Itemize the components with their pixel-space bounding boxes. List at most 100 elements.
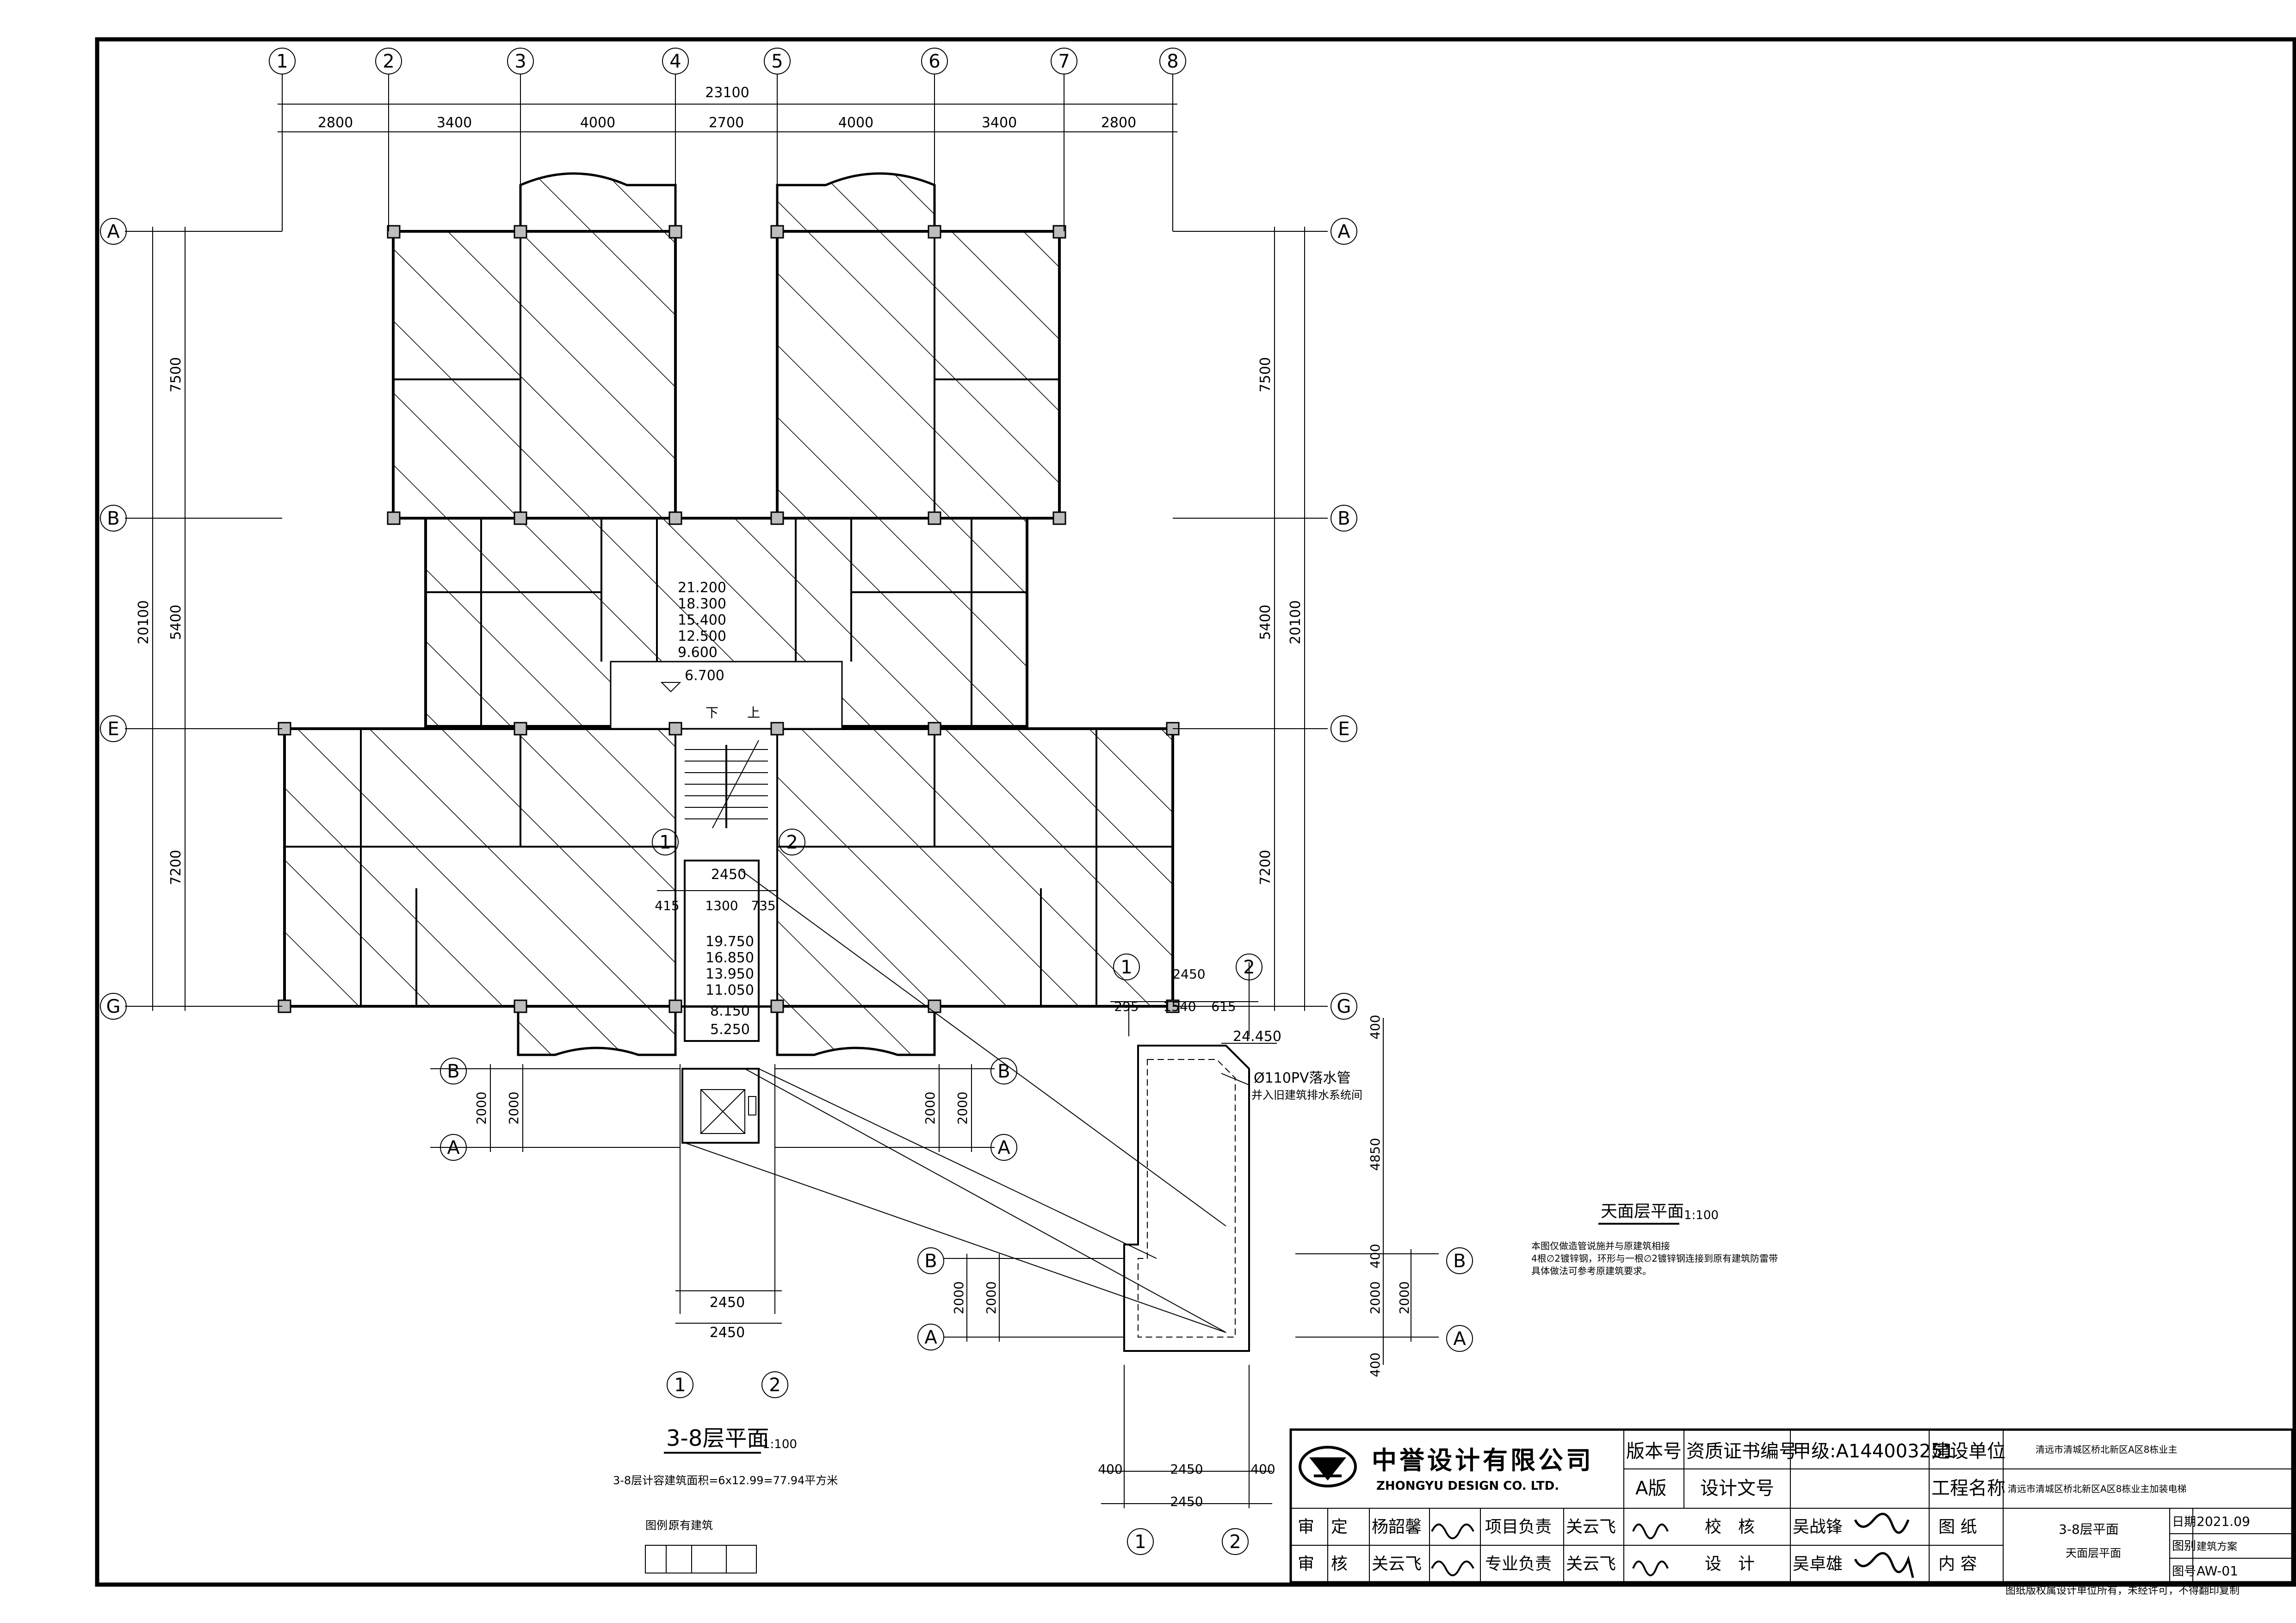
existing-building	[278, 172, 1180, 1056]
elev38-elev-4: 11.050	[706, 982, 754, 998]
roof-pipe-note-2: 并入旧建筑排水系统间	[1251, 1089, 1362, 1102]
axis-label-3: 3	[514, 51, 526, 72]
axis-label-2: 2	[383, 51, 394, 72]
dim-bay-6: 3400	[982, 115, 1017, 131]
dim-row-1-right: 7500	[1257, 357, 1274, 392]
axis-label-e-right: E	[1338, 719, 1349, 740]
drawing-title-1: 3-8层平面	[2059, 1522, 2119, 1537]
stair-up-label: 上	[747, 705, 760, 720]
dim-bay-4: 2700	[709, 115, 744, 131]
roof-axis-b-left: B	[924, 1251, 937, 1272]
roof-side-dim-2000: 2000	[1397, 1281, 1412, 1314]
check-label: 校 核	[1705, 1518, 1755, 1536]
signature-spec	[1632, 1561, 1669, 1576]
company-name-cn: 中誉设计有限公司	[1372, 1446, 1594, 1475]
roof-side-dim-4: 2000	[1368, 1281, 1383, 1314]
roof-left-dim-2000-b: 2000	[984, 1281, 999, 1314]
elev38-dim-2000-d: 2000	[955, 1091, 970, 1124]
signature-approve	[1431, 1524, 1474, 1539]
roof-axis-2-top: 2	[1243, 957, 1255, 978]
elev38-dim-2000-c: 2000	[922, 1091, 938, 1124]
floor-plan-caption: 3-8层平面 1:100 3-8层计容建筑面积=6x12.99=77.94平方米…	[613, 1425, 838, 1573]
roof-bottom-dim-1: 400	[1098, 1462, 1122, 1477]
elev38-axis-1-top: 1	[659, 832, 671, 853]
roof-note-3: 具体做法可参考原建筑要求。	[1531, 1265, 1652, 1276]
stair-elev-4: 12.500	[678, 628, 726, 644]
roof-bottom-dim-3: 400	[1250, 1462, 1275, 1477]
roof-axis-1-top: 1	[1120, 957, 1132, 978]
date-value: 2021.09	[2197, 1514, 2250, 1529]
pm-label: 项目负责	[1485, 1518, 1552, 1536]
dim-row-3-left: 7200	[168, 850, 184, 885]
roof-side-dim-2: 4850	[1368, 1138, 1383, 1171]
date-label: 日期	[2172, 1515, 2196, 1529]
roof-plan-caption: 天面层平面 1:100 本图仅做造管说施并与原建筑相接 4根∅2镀锌钢，环形与一…	[1531, 1202, 1778, 1276]
design-label: 设 计	[1705, 1555, 1755, 1573]
axis-label-e-left: E	[107, 719, 119, 740]
elev38-elev-6: 5.250	[710, 1022, 750, 1038]
check-name: 吴战锋	[1793, 1518, 1843, 1536]
roof-side-dim-5: 400	[1368, 1352, 1383, 1377]
roof-side-dim-1: 400	[1368, 1015, 1383, 1039]
signature-review	[1431, 1561, 1474, 1576]
roof-plan-scale: 1:100	[1684, 1208, 1719, 1222]
roof-axis-a-right: A	[1453, 1328, 1466, 1350]
spec-name: 关云飞	[1566, 1555, 1616, 1573]
roof-top-dim: 2450	[1172, 966, 1205, 982]
elev38-axis-b-left: B	[447, 1061, 459, 1082]
stair-treads	[685, 740, 768, 829]
elev38-axis-2-top: 2	[786, 832, 798, 853]
dim-row-3-right: 7200	[1257, 850, 1274, 885]
axis-label-5: 5	[771, 51, 783, 72]
elev38-bottom-dim-2: 2450	[710, 1325, 745, 1341]
company-logo-icon	[1299, 1446, 1357, 1487]
pm-name: 关云飞	[1566, 1518, 1616, 1536]
axis-label-1: 1	[276, 51, 288, 72]
client-value: 清远市清城区桥北新区A区8栋业主	[2036, 1444, 2177, 1455]
roof-axis-b-right: B	[1453, 1251, 1466, 1272]
dim-bay-5: 4000	[838, 115, 873, 131]
roof-note-2: 4根∅2镀锌钢，环形与一根∅2镀锌钢连接到原有建筑防雷带	[1531, 1253, 1778, 1264]
dim-row-1-left: 7500	[168, 357, 184, 392]
dim-total-right: 20100	[1287, 600, 1304, 644]
discipline-label: 图别	[2172, 1539, 2196, 1553]
sheet-border	[95, 37, 2296, 1587]
design-name: 吴卓雄	[1793, 1555, 1843, 1573]
approve-label: 审 定	[1298, 1518, 1348, 1536]
roof-axis-a-left: A	[924, 1327, 937, 1348]
version-value: A版	[1635, 1478, 1666, 1499]
company-name-en: ZHONGYU DESIGN CO. LTD.	[1376, 1479, 1559, 1493]
roof-top-row-2: 1540	[1163, 999, 1196, 1014]
elev38-elev-3: 13.950	[706, 966, 754, 982]
elev38-dim-2000-b: 2000	[506, 1091, 521, 1124]
review-label: 审 核	[1298, 1555, 1348, 1573]
drawing-title-2: 天面层平面	[2066, 1547, 2121, 1560]
elev38-elev-5: 8.150	[710, 1003, 750, 1019]
stair-elev-1: 21.200	[678, 580, 726, 596]
elevator-plan-3-8: B A B A 2000 2000 2000 2000 1 2 2450 415…	[430, 829, 1226, 1398]
number-value: AW-01	[2197, 1563, 2238, 1579]
elev38-axis-a-left: A	[447, 1137, 460, 1158]
elev38-dim-2000-a: 2000	[474, 1091, 489, 1124]
side-grid-axes: A B E G A B E G 7500 5400 7200 20100 750…	[100, 218, 1357, 1020]
project-label: 工程名称	[1931, 1478, 2005, 1499]
doc-label: 设计文号	[1700, 1478, 1774, 1499]
version-label: 版本号	[1626, 1441, 1682, 1462]
elev38-dim-row-2: 1300	[705, 898, 738, 913]
roof-side-dim-3: 400	[1368, 1244, 1383, 1268]
elev38-elev-2: 16.850	[706, 950, 754, 966]
elev38-axis-b-right: B	[997, 1061, 1010, 1082]
dim-bay-2: 3400	[437, 115, 472, 131]
cert-value: 甲级:A144003251	[1793, 1441, 1955, 1462]
axis-label-g-left: G	[106, 996, 121, 1017]
roof-plan-title: 天面层平面	[1601, 1202, 1684, 1221]
signature-check	[1854, 1512, 1910, 1534]
axis-label-7: 7	[1058, 51, 1070, 72]
elev38-axis-2-bottom: 2	[769, 1375, 780, 1396]
roof-bottom-dim-2: 2450	[1170, 1462, 1203, 1477]
axis-label-g-right: G	[1337, 996, 1351, 1017]
roof-elevation: 24.450	[1233, 1028, 1281, 1045]
signature-design	[1854, 1552, 1914, 1578]
floor-plan-scale: 1:100	[762, 1437, 797, 1451]
